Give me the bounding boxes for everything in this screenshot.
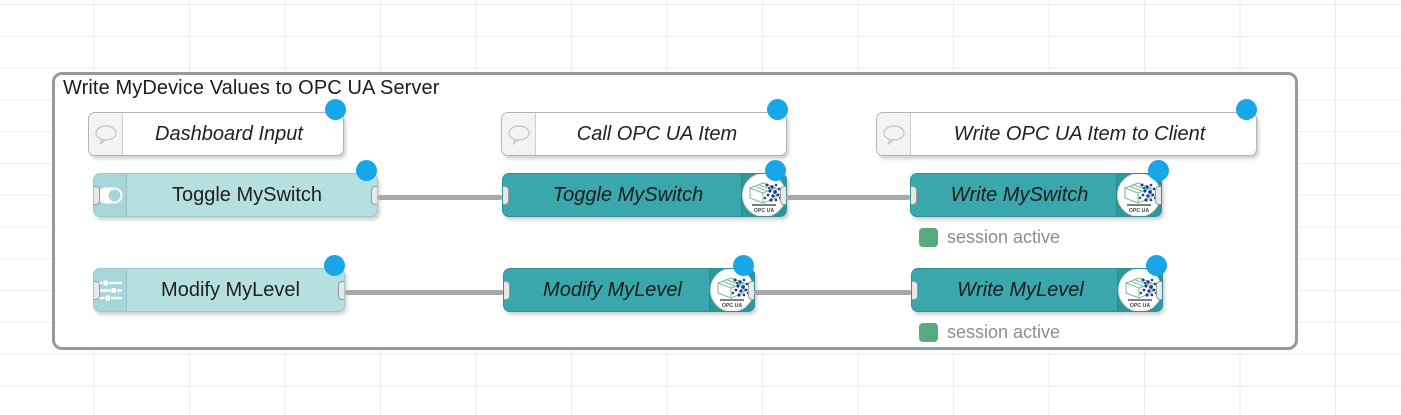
speech-bubble-icon <box>89 113 123 155</box>
status-label: session active <box>947 322 1061 342</box>
opc-ua-logo-icon: OPC UA <box>1117 269 1162 311</box>
speech-bubble-icon <box>502 113 536 155</box>
blue-status-dot-comment-write-opcua <box>1236 99 1257 120</box>
opcua-node-toggle-myswitch[interactable]: Toggle MySwitch <box>502 173 787 217</box>
node-input-port[interactable] <box>504 281 510 300</box>
status-indicator-swatch <box>919 323 938 342</box>
wire-toggle-opcua-to-write <box>786 195 910 200</box>
opcua-node-label: Write MyLevel <box>957 278 1084 301</box>
blue-status-dot-write-myswitch <box>1148 160 1169 181</box>
node-input-port[interactable] <box>912 281 918 300</box>
opcua-node-modify-mylevel[interactable]: Modify MyLevel <box>503 268 755 312</box>
node-output-port[interactable] <box>1155 186 1161 205</box>
blue-status-dot-comment-dashboard <box>325 99 346 120</box>
status-label: session active <box>947 227 1061 247</box>
node-output-port[interactable] <box>1156 281 1162 300</box>
node-output-port[interactable] <box>371 186 377 205</box>
speech-bubble-icon <box>877 113 911 155</box>
comment-node-call-opcua-item[interactable]: Call OPC UA Item <box>501 112 787 156</box>
node-input-port[interactable] <box>911 186 917 205</box>
wire-level-dashboard-to-opcua <box>345 290 503 295</box>
opc-ua-logo-icon: OPC UA <box>709 269 754 311</box>
opc-ua-logo-icon: OPC UA <box>741 174 786 216</box>
node-status-write-myswitch: session active <box>919 227 1060 248</box>
blue-status-dot-comment-call-opcua <box>767 99 788 120</box>
comment-node-label: Dashboard Input <box>155 122 303 145</box>
svg-text:OPC UA: OPC UA <box>1130 303 1150 309</box>
node-status-write-mylevel: session active <box>919 322 1060 343</box>
wire-level-opcua-to-write <box>754 290 911 295</box>
comment-node-write-opcua-item[interactable]: Write OPC UA Item to Client <box>876 112 1257 156</box>
svg-text:OPC UA: OPC UA <box>722 303 742 309</box>
node-input-port[interactable] <box>94 281 100 300</box>
opcua-node-label: Toggle MySwitch <box>552 183 704 206</box>
svg-text:OPC UA: OPC UA <box>754 208 774 214</box>
node-input-port[interactable] <box>503 186 509 205</box>
node-output-port[interactable] <box>338 281 344 300</box>
blue-status-dot-level-dashboard <box>324 255 345 276</box>
dashboard-node-toggle-myswitch[interactable]: Toggle MySwitch <box>93 173 378 217</box>
opcua-node-write-mylevel[interactable]: Write MyLevel <box>911 268 1163 312</box>
flow-group-label: Write MyDevice Values to OPC UA Server <box>63 77 440 99</box>
status-indicator-swatch <box>919 228 938 247</box>
comment-node-label: Call OPC UA Item <box>576 122 738 145</box>
blue-status-dot-level-opcua <box>733 255 754 276</box>
node-input-port[interactable] <box>94 186 100 205</box>
opc-ua-logo-icon: OPC UA <box>1116 174 1161 216</box>
comment-node-label: Write OPC UA Item to Client <box>953 122 1206 145</box>
node-output-port[interactable] <box>748 281 754 300</box>
dashboard-node-label: Modify MyLevel <box>161 278 300 301</box>
dashboard-node-modify-mylevel[interactable]: Modify MyLevel <box>93 268 345 312</box>
svg-text:OPC UA: OPC UA <box>1129 208 1149 214</box>
opcua-node-label: Write MySwitch <box>950 183 1089 206</box>
wire-toggle-dashboard-to-opcua <box>378 195 502 200</box>
comment-node-dashboard-input[interactable]: Dashboard Input <box>88 112 344 156</box>
node-output-port[interactable] <box>780 186 786 205</box>
blue-status-dot-write-mylevel <box>1146 255 1167 276</box>
opcua-node-label: Modify MyLevel <box>543 278 682 301</box>
opcua-node-write-myswitch[interactable]: Write MySwitch <box>910 173 1162 217</box>
blue-status-dot-toggle-opcua <box>765 160 786 181</box>
blue-status-dot-toggle-dashboard <box>356 160 377 181</box>
dashboard-node-label: Toggle MySwitch <box>171 183 323 206</box>
